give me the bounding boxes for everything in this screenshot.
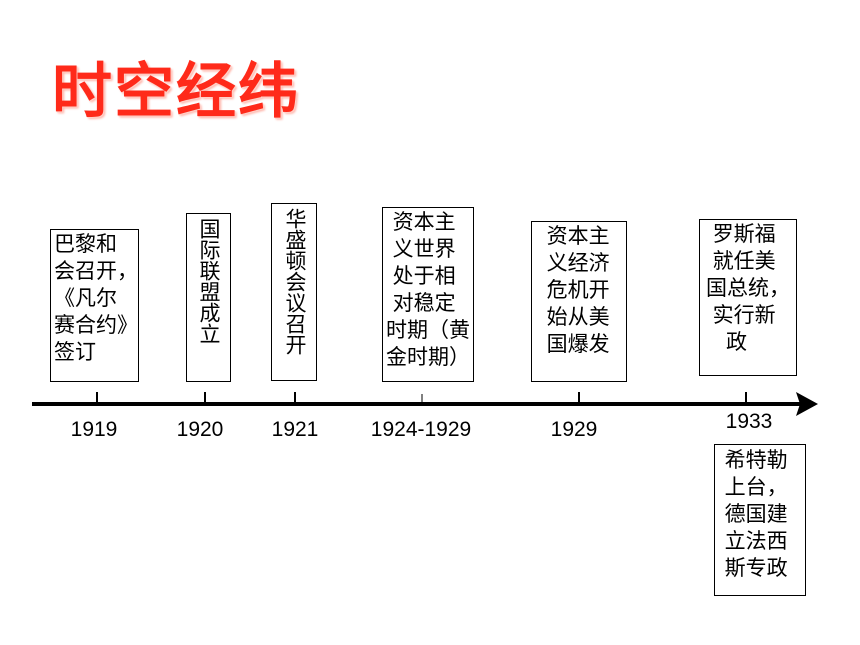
event-box-1920: 国际联盟成立 (186, 213, 231, 382)
event-box-1921: 华盛顿会议召开 (271, 203, 317, 381)
event-box-1924-1929: 资本主 义世界 处于相 对稳定 时期（黄 金时期） (382, 207, 474, 382)
event-box-1929: 资本主 义经济 危机开 始从美 国爆发 (531, 221, 627, 382)
year-label-1920: 1920 (176, 418, 224, 441)
axis-arrow-icon (796, 392, 818, 416)
page-title: 时空经纬 (52, 57, 300, 127)
year-label-1919: 1919 (70, 418, 118, 441)
year-label-1933: 1933 (725, 410, 773, 433)
event-box-1933-roosevelt: 罗斯福 就任美 国总统， 实行新 政 (699, 219, 797, 376)
event-box-1933-hitler: 希特勒 上台， 德国建 立法西 斯专政 (714, 444, 806, 596)
event-box-1919: 巴黎和 会召开， 《凡尔 赛合约》 签订 (50, 229, 139, 382)
year-label-1929: 1929 (550, 418, 598, 441)
year-label-1924-1929: 1924-1929 (370, 418, 472, 441)
year-label-1921: 1921 (271, 418, 319, 441)
